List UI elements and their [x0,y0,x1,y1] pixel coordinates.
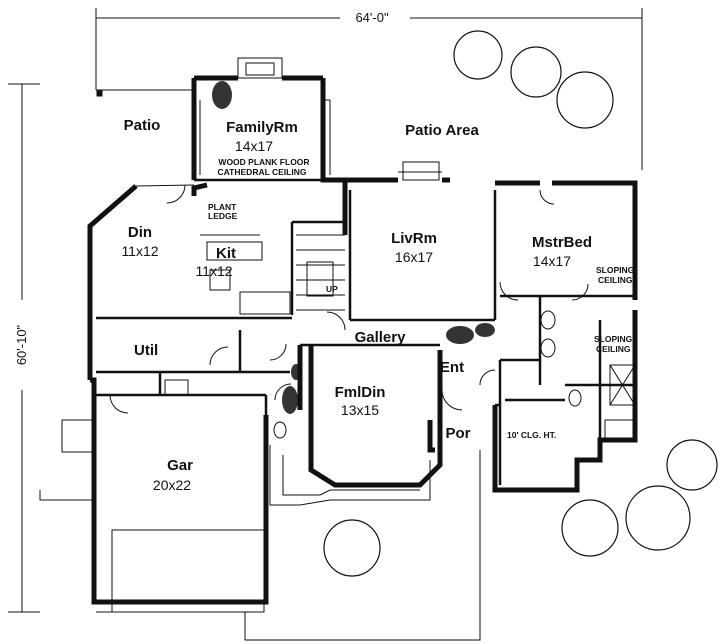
site-outlines [39,419,481,641]
patio-label: Patio [124,117,161,134]
tree-icon [323,519,381,577]
sink-icon [540,338,556,358]
porch-label: Por [445,425,470,442]
stair-up-label: UP [326,284,338,294]
floor-shading [212,81,495,414]
toilet-icon [273,421,287,439]
entry-label: Ent [440,359,464,376]
interior-walls [96,178,635,485]
plant-ledge-label-1: PLANT [208,202,237,212]
formal-dining-size: 13x15 [341,402,379,418]
tree-icon [561,499,619,557]
kitchen-size: 11x12 [195,263,232,279]
kitchen-label: Kit [216,245,236,262]
formal-dining-label: FmlDin [335,384,386,401]
overall-width-label: 64'-0" [355,10,389,25]
exterior-walls [87,75,638,605]
family-room-note-ceiling: CATHEDRAL CEILING [218,167,307,177]
tree-icon [556,71,614,129]
living-room-size: 16x17 [395,249,433,265]
tree-icon [510,46,562,98]
family-room-note-floor: WOOD PLANK FLOOR [218,157,309,167]
family-room-size: 14x17 [235,138,273,154]
tree-icon [453,30,503,80]
sloping-ceiling-label-4: CEILING [596,344,631,354]
family-room-label: FamilyRm [226,119,298,136]
utility-label: Util [134,342,158,359]
master-bedroom-size: 14x17 [533,253,571,269]
sloping-ceiling-label-2: CEILING [598,275,633,285]
garage-label: Gar [167,457,193,474]
dining-room-size: 11x12 [121,243,158,259]
master-bedroom-label: MstrBed [532,234,592,251]
detail-lines [96,57,636,506]
sloping-ceiling-label-1: SLOPING [596,265,635,275]
door-swings [109,184,589,414]
patio-area-label: Patio Area [405,122,479,139]
tree-icon [666,439,718,491]
sink-icon [540,310,556,330]
overall-depth-label: 60'-10" [14,324,29,365]
plant-ledge-label-2: LEDGE [208,211,238,221]
bathtub-icon [604,419,636,439]
toilet-icon [568,389,582,407]
dimension-lines [8,8,643,613]
tree-icon [625,485,691,551]
garage-size: 20x22 [153,477,191,493]
sloping-ceiling-label-3: SLOPING [594,334,633,344]
landscape-trees [323,30,718,577]
dining-room-label: Din [128,224,152,241]
ceiling-height-note: 10' CLG. HT. [507,430,556,440]
living-room-label: LivRm [391,230,437,247]
gallery-label: Gallery [355,329,407,346]
corner-post-icon [96,90,103,97]
